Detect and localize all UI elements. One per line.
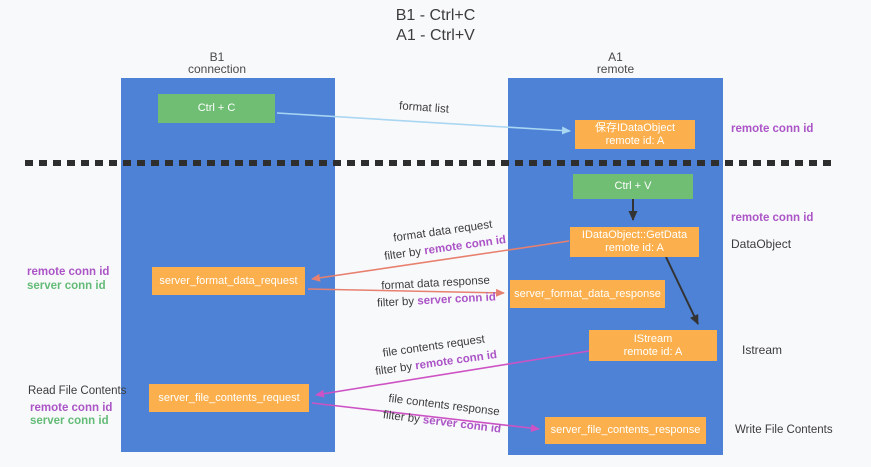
istream-box: IStream remote id: A [589,330,717,361]
server-conn-id-label-left: server conn id [27,280,106,292]
format-data-response-filter-text: filter by server conn id [376,291,497,310]
server-file-contents-request-label: server_file_contents_request [158,391,300,404]
ctrl-c-box: Ctrl + C [158,94,275,123]
column-a1-role: remote [596,62,635,76]
istream-line2: remote id: A [623,345,683,358]
server-format-data-response-box: server_format_data_response [510,280,665,308]
read-file-contents-label: Read File Contents [28,385,127,397]
istream-side-label: Istream [742,343,783,357]
save-idataobject-line2: remote id: A [605,134,665,147]
column-b1-name: B1 [209,50,225,64]
idataobject-getdata-box: IDataObject::GetData remote id: A [570,227,699,257]
server-format-data-response-label: server_format_data_response [514,287,661,300]
title-line-2: A1 - Ctrl+V [396,27,475,44]
ctrl-c-label: Ctrl + C [197,102,236,114]
dataobject-label: DataObject [731,237,792,251]
format-data-request-arrow-label: format data request filter by remote con… [381,217,507,263]
title-line-1: B1 - Ctrl+C [395,7,476,24]
column-header-b1: B1 connection [121,51,313,75]
file-contents-request-arrow-label: file contents request filter by remote c… [372,332,498,377]
file-contents-response-arrow-label: file contents response filter by server … [382,392,504,436]
save-idataobject-box: 保存IDataObject remote id: A [575,120,695,149]
server-format-data-request-box: server_format_data_request [152,267,305,295]
save-idataobject-line1: 保存IDataObject [594,121,676,134]
column-header-a1: A1 remote [508,51,723,75]
getdata-line1: IDataObject::GetData [581,229,688,241]
getdata-line2: remote id: A [605,242,664,254]
write-file-contents-label: Write File Contents [735,424,833,436]
server-file-contents-request-box: server_file_contents_request [149,384,309,412]
remote-conn-id-label-top-right: remote conn id [731,123,814,135]
remote-conn-id-label-left: remote conn id [27,266,110,278]
format-data-response-text: format data response [380,274,491,293]
server-file-contents-response-label: server_file_contents_response [550,424,701,436]
column-a1-name: A1 [608,50,623,64]
format-list-arrow-label: format list [398,100,450,116]
diagram-title: B1 - Ctrl+C A1 - Ctrl+V [0,6,871,46]
remote-conn-id-label-mid-right: remote conn id [731,212,814,224]
server-format-data-request-label: server_format_data_request [159,274,298,287]
server-file-contents-response-box: server_file_contents_response [545,417,706,444]
istream-line1: IStream [633,332,673,345]
format-data-response-arrow-label: format data response filter by server co… [376,274,497,310]
remote-conn-id-label-bottom-left: remote conn id [30,402,113,414]
column-b1-role: connection [187,62,247,76]
ctrl-v-box: Ctrl + V [573,174,693,199]
session-divider-dashed-line [25,160,832,166]
server-conn-id-label-bottom-left: server conn id [30,415,109,427]
ctrl-v-label: Ctrl + V [614,180,652,192]
